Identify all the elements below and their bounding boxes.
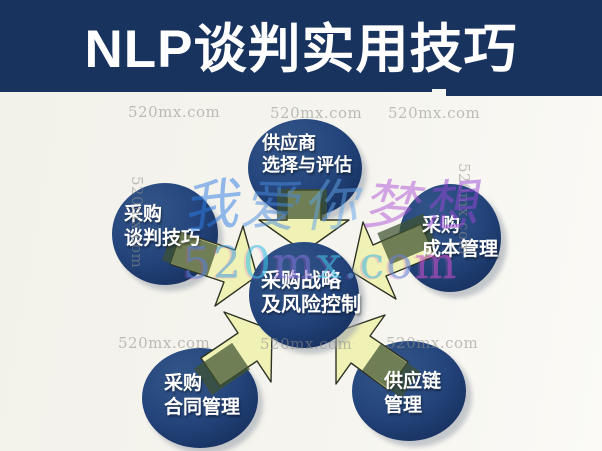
label-line: 采购战略 [261, 270, 341, 292]
label-line: 谈判技巧 [124, 227, 201, 249]
watermark-tile: 520mx.com [386, 334, 479, 352]
label-line: 合同管理 [164, 396, 241, 418]
watermark-char: 想 [420, 172, 480, 240]
title-banner: NLP谈判实用技巧 [0, 0, 602, 89]
watermark-char: 我 [179, 171, 241, 241]
watermark-tile: 520mx.com [388, 104, 481, 122]
label-center-strategy: 采购战略 及风险控制 [261, 269, 361, 317]
watermark-calligraphy: 我爱你梦想 [179, 161, 480, 241]
circle-center-strategy [249, 242, 359, 348]
watermark-char: m [273, 238, 317, 289]
label-line: 采购 [124, 204, 163, 225]
watermark-big-520mx: 520mx.com [183, 238, 458, 289]
watermark-char: 2 [213, 238, 243, 289]
label-line: 采购 [422, 215, 461, 236]
label-line: 选择与评估 [262, 155, 352, 175]
watermark-char: 5 [183, 238, 213, 289]
label-supply-chain: 供应链 管理 [384, 370, 441, 418]
watermark-char: 爱 [239, 172, 299, 240]
label-line: 管理 [384, 394, 423, 416]
watermark-tile: 520mx.com [128, 103, 221, 121]
label-line: 采购 [164, 373, 203, 394]
watermark-char: c [359, 238, 387, 289]
watermark-char: x [316, 238, 344, 289]
banner-edge-left [0, 89, 432, 92]
circle-supplier-selection [248, 119, 362, 217]
banner-edge-right [446, 89, 602, 96]
label-line: 供应商 [262, 133, 316, 153]
watermark-tile: 520mx.com [270, 104, 363, 122]
watermark-char: . [343, 238, 360, 289]
arrow-tails [162, 189, 437, 398]
label-line: 供应链 [384, 371, 442, 392]
watermark-char: o [386, 238, 415, 289]
watermark-tile: 520mx.com [118, 334, 211, 352]
label-procurement-negotiation: 采购 谈判技巧 [124, 203, 200, 251]
watermark-char: 梦 [358, 171, 420, 241]
watermark-char: 0 [243, 238, 273, 289]
watermark-char: m [414, 238, 459, 289]
label-procurement-contract: 采购 合同管理 [164, 372, 240, 420]
page-title: NLP谈判实用技巧 [84, 19, 518, 79]
watermark-char: 你 [300, 172, 359, 240]
label-line: 成本管理 [422, 238, 499, 260]
watermark-tile: 520mx.com [260, 335, 353, 353]
label-supplier-selection: 供应商 选择与评估 [262, 132, 352, 176]
label-procurement-cost: 采购 成本管理 [422, 214, 498, 262]
label-line: 及风险控制 [261, 294, 361, 316]
watermark-tile-vertical: 520mx.com [128, 176, 146, 269]
circle-procurement-cost [399, 184, 501, 292]
